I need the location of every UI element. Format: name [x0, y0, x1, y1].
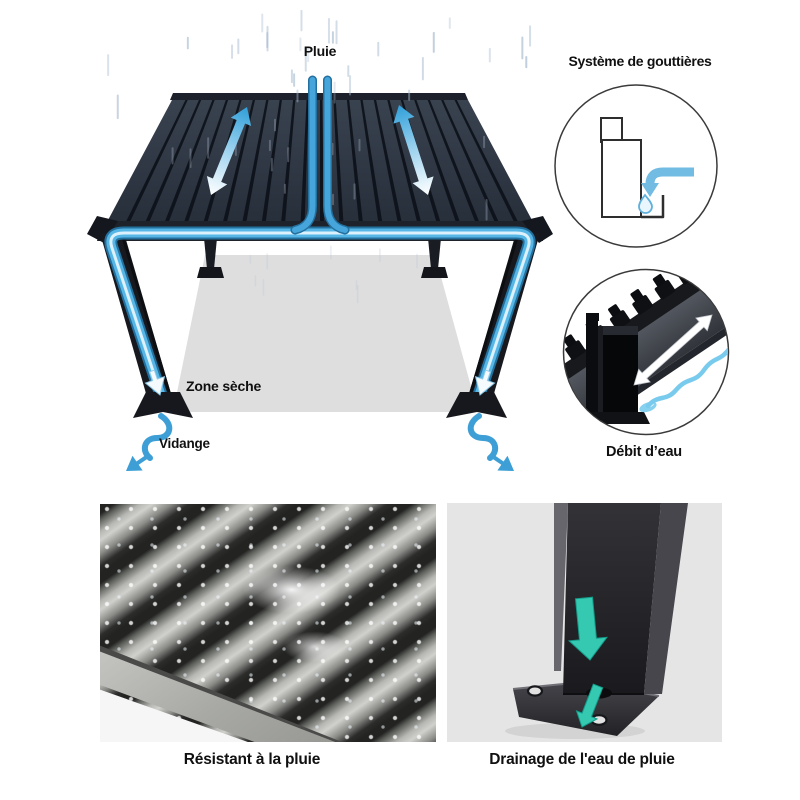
rain-resistant-photo [100, 504, 436, 742]
central-drain-pipes [290, 75, 350, 235]
leg-water-arrow-icons [144, 369, 496, 396]
rain-streaks-icon [107, 10, 532, 304]
dry-zone-floor [173, 255, 478, 412]
water-flow-diagram [562, 268, 730, 436]
drain-label: Vidange [159, 436, 210, 451]
plate-hole [526, 685, 544, 697]
roof-flow-arrow-icons [206, 105, 434, 195]
post-drainage-photo [447, 503, 722, 742]
dry-zone-label: Zone sèche [186, 378, 262, 394]
pergola-feet [133, 392, 507, 418]
pergola-roof [87, 93, 553, 243]
left-photo-caption: Résistant à la pluie [183, 751, 321, 768]
rain-label: Pluie [303, 43, 337, 59]
gutter-spout-arrow-icon [641, 167, 694, 197]
gutter-profile-drawing [600, 117, 665, 219]
photo-background-corner [100, 689, 248, 742]
pergola-illustration [87, 10, 553, 471]
grate-frame-bar [100, 651, 336, 742]
gutter-system-title: Système de gouttières [568, 53, 712, 69]
grate-frame-seam [100, 645, 342, 742]
water-flow-caption: Débit d’eau [606, 444, 682, 460]
post-drain-arrow-icons [567, 596, 608, 728]
pergola-back-legs [197, 238, 448, 278]
water-channel [104, 75, 536, 408]
gutter-system-diagram [554, 84, 718, 248]
drain-arrow-icons [126, 413, 514, 471]
water-drop-icon [638, 193, 653, 214]
channel-cross-section [578, 313, 650, 424]
right-photo-caption: Drainage de l'eau de pluie [489, 751, 675, 768]
water-stream [633, 314, 728, 413]
